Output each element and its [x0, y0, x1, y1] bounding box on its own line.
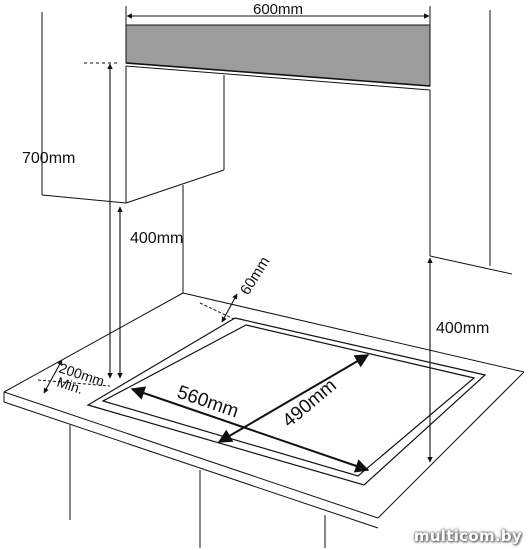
front-gap-dimension: 200mm Min. — [37, 359, 111, 397]
cutout-depth-dimension: 490mm — [217, 354, 370, 443]
cabinet-height-label: 700mm — [22, 150, 75, 167]
right-cabinet — [429, 10, 513, 275]
cutout-depth-label: 490mm — [279, 375, 341, 432]
cutout-width-label: 560mm — [174, 382, 241, 422]
back-wall — [182, 90, 431, 293]
side-clearance-label: 400mm — [436, 320, 489, 337]
hood-clearance-dimension: 400mm — [84, 62, 183, 379]
hood-width-dimension: 600mm — [125, 1, 431, 40]
back-gap-label: 60mm — [237, 254, 274, 298]
front-gap-min-label: Min. — [55, 374, 85, 397]
hood-width-label: 600mm — [253, 1, 303, 18]
hob-cutout — [86, 317, 487, 486]
side-clearance-dimension: 400mm — [427, 257, 489, 463]
range-hood — [125, 24, 431, 91]
watermark: multicom.by — [413, 527, 522, 545]
hood-clearance-label: 400mm — [130, 230, 183, 247]
